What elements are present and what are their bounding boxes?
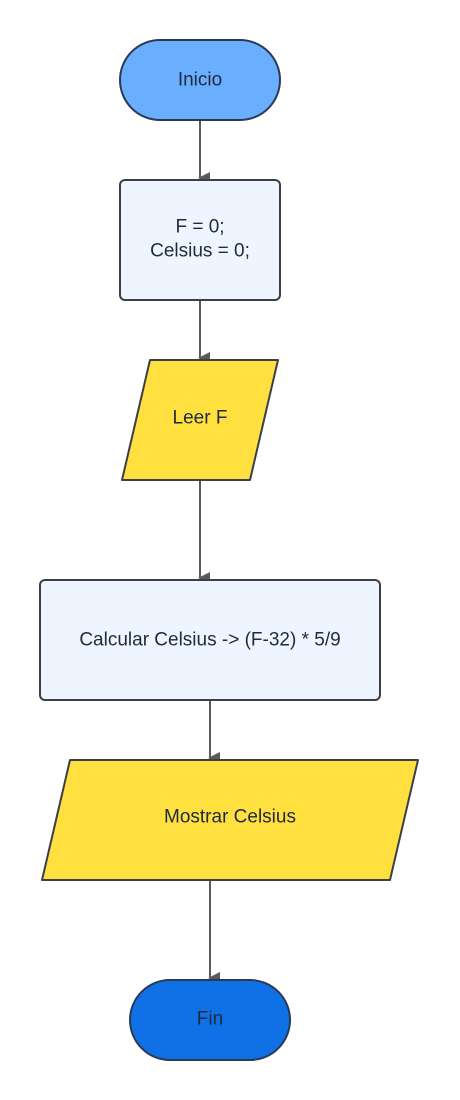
read-io-shape	[121, 359, 279, 481]
show-label: Mostrar Celsius	[164, 807, 296, 828]
start-node: Inicio	[119, 39, 281, 121]
calc-process-shape	[39, 579, 381, 701]
init-label-line-1: F = 0;	[175, 217, 224, 238]
calc-node: Calcular Celsius -> (F-32) * 5/9	[39, 579, 381, 701]
show-node: Mostrar Celsius	[41, 759, 419, 881]
end-node: Fin	[129, 979, 291, 1061]
init-label-line-2: Celsius = 0;	[150, 241, 250, 262]
connectors	[198, 120, 220, 984]
end-terminal-shape	[129, 979, 291, 1061]
calc-label: Calcular Celsius -> (F-32) * 5/9	[79, 630, 340, 651]
end-label: Fin	[197, 1009, 223, 1030]
read-label: Leer F	[173, 408, 228, 429]
start-terminal-shape	[119, 39, 281, 121]
start-label: Inicio	[178, 70, 222, 91]
show-io-shape	[41, 759, 419, 881]
init-process-shape	[119, 179, 281, 301]
init-node: F = 0; Celsius = 0;	[119, 179, 281, 301]
read-node: Leer F	[121, 359, 279, 481]
